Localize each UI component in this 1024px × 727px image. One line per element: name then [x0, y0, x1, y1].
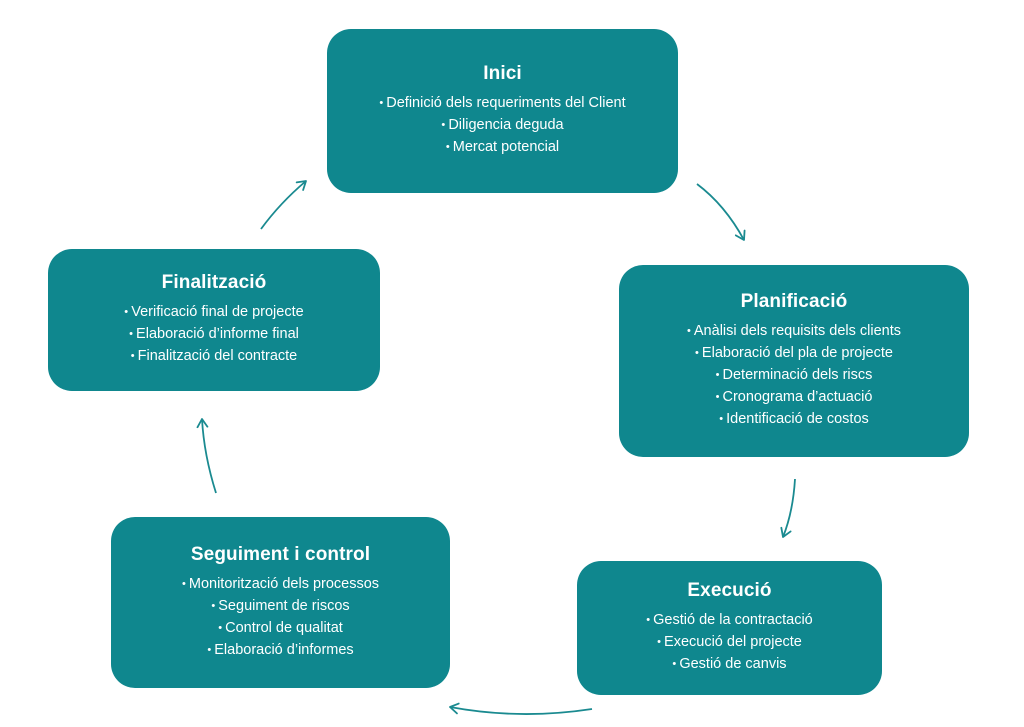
list-item: Seguiment de riscos: [182, 596, 379, 618]
list-item: Gestió de canvis: [646, 654, 813, 676]
stage-execucio-title: Execució: [687, 580, 772, 601]
stage-execucio: Execució Gestió de la contractació Execu…: [577, 561, 882, 695]
list-item: Finalització del contracte: [124, 346, 303, 368]
list-item: Verificació final de projecte: [124, 302, 304, 324]
arrow-seguiment-to-finalitzacio: [196, 418, 217, 494]
list-item: Cronograma d’actuació: [687, 387, 901, 409]
list-item: Execució del projecte: [646, 632, 813, 654]
arrow-finalitzacio-to-inici: [260, 180, 307, 230]
list-item: Mercat potencial: [379, 137, 625, 159]
stage-inici-list: Definició dels requeriments del Client D…: [379, 93, 625, 159]
arrow-planificacio-to-execucio: [780, 478, 796, 538]
stage-planificacio-title: Planificació: [740, 291, 848, 312]
list-item: Determinació dels riscs: [687, 365, 901, 387]
list-item: Diligencia deguda: [379, 115, 625, 137]
list-item: Gestió de la contractació: [646, 610, 813, 632]
list-item: Elaboració d’informes: [182, 640, 379, 662]
list-item: Monitorització dels processos: [182, 574, 379, 596]
list-item: Definició dels requeriments del Client: [379, 93, 625, 115]
stage-finalitzacio-list: Verificació final de projecte Elaboració…: [124, 302, 304, 368]
stage-execucio-list: Gestió de la contractació Execució del p…: [646, 610, 813, 676]
stage-planificacio-list: Anàlisi dels requisits dels clients Elab…: [687, 321, 901, 431]
stage-finalitzacio-title: Finalització: [161, 272, 267, 293]
list-item: Elaboració d’informe final: [124, 324, 303, 346]
list-item: Identificació de costos: [687, 409, 901, 431]
stage-seguiment: Seguiment i control Monitorització dels …: [111, 517, 450, 688]
stage-inici-title: Inici: [483, 63, 522, 84]
stage-seguiment-title: Seguiment i control: [190, 543, 371, 565]
arrow-execucio-to-seguiment: [449, 702, 593, 715]
stage-seguiment-list: Monitorització dels processos Seguiment …: [182, 574, 379, 662]
list-item: Anàlisi dels requisits dels clients: [687, 321, 901, 343]
stage-planificacio: Planificació Anàlisi dels requisits dels…: [619, 265, 969, 457]
list-item: Control de qualitat: [182, 618, 379, 640]
stage-finalitzacio: Finalització Verificació final de projec…: [48, 249, 380, 391]
stage-inici: Inici Definició dels requeriments del Cl…: [327, 29, 678, 193]
arrow-inici-to-planificacio: [696, 183, 746, 241]
list-item: Elaboració del pla de projecte: [687, 343, 901, 365]
